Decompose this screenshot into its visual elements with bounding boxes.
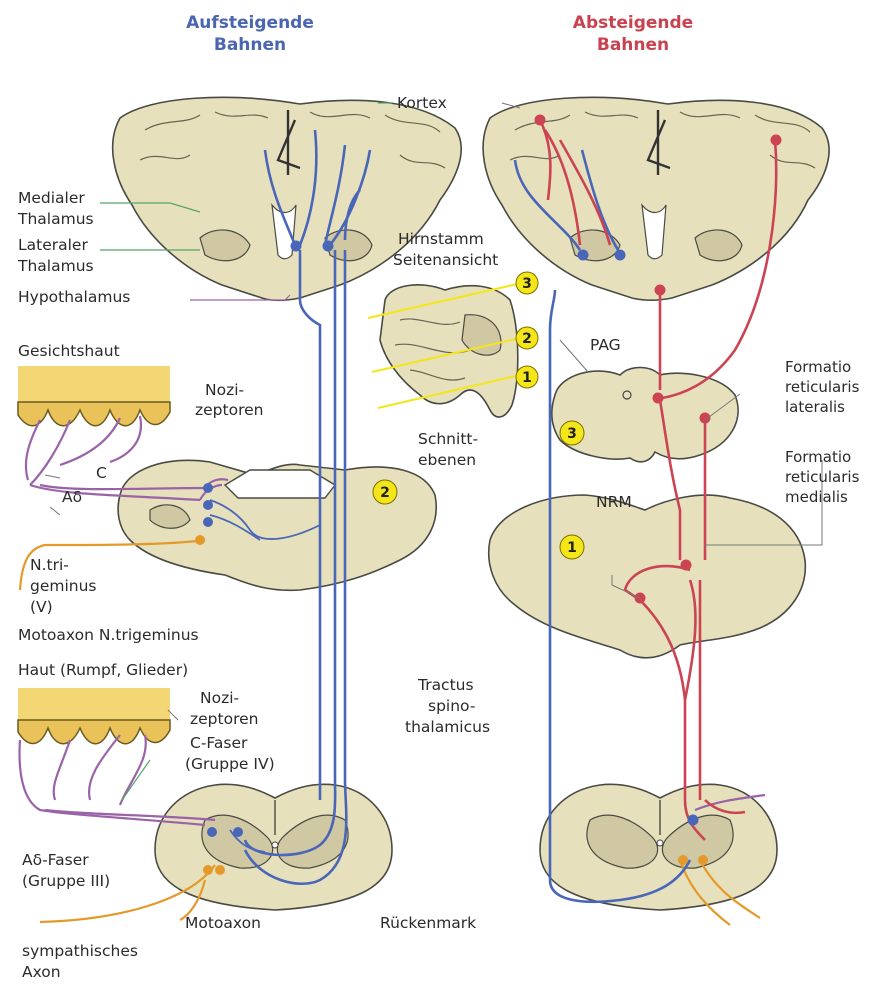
formatio-lateralis-label-3: lateralis — [785, 398, 845, 416]
formatio-lateralis-label-1: Formatio — [785, 358, 851, 376]
formatio-medialis-label-2: reticularis — [785, 468, 860, 486]
nozizeptoren-2-label-1: Nozi- — [200, 689, 239, 707]
formatio-medialis-label-3: medialis — [785, 488, 848, 506]
left-brain-section — [113, 97, 462, 300]
plane-1-number: 1 — [522, 370, 532, 386]
sympathisches-axon-label-2: Axon — [22, 963, 61, 981]
c-faser-label-2: (Gruppe IV) — [185, 755, 275, 773]
left-medulla-section — [118, 460, 436, 590]
nozizeptoren-1-label-1: Nozi- — [205, 381, 244, 399]
tractus-label-1: Tractus — [417, 676, 474, 694]
n-trigeminus-label-1: N.tri- — [30, 556, 69, 574]
ascending-heading-line2: Bahnen — [214, 35, 286, 55]
descending-heading-line1: Absteigende — [573, 13, 693, 33]
hirnstamm-label-1: Hirnstamm — [398, 230, 484, 248]
lateraler-thalamus-label-1: Lateraler — [18, 236, 88, 254]
pag-label: PAG — [590, 336, 621, 354]
kortex-label: Kortex — [397, 94, 447, 112]
sympathisches-axon-label-1: sympathisches — [22, 942, 138, 960]
haut-label: Haut (Rumpf, Glieder) — [18, 661, 188, 679]
motoaxon-label: Motoaxon — [185, 914, 261, 932]
c-fiber-label: C — [96, 464, 107, 482]
a-delta-faser-label-1: Aδ-Faser — [22, 851, 89, 869]
medulla-ascending-number: 2 — [380, 485, 390, 501]
nrm-label: NRM — [596, 493, 632, 511]
n-trigeminus-label-2: geminus — [30, 577, 97, 595]
face-skin — [18, 366, 170, 426]
nozizeptoren-2-label-2: zeptoren — [190, 710, 258, 728]
body-skin — [18, 688, 170, 744]
gesichtshaut-label: Gesichtshaut — [18, 342, 120, 360]
descending-heading-line2: Bahnen — [597, 35, 669, 55]
c-faser-label-1: C-Faser — [190, 734, 248, 752]
lateraler-thalamus-label-2: Thalamus — [17, 257, 94, 275]
right-brain-section — [483, 97, 829, 300]
n-trigeminus-label-3: (V) — [30, 598, 53, 616]
formatio-medialis-label-1: Formatio — [785, 448, 851, 466]
plane-3-number: 3 — [522, 276, 532, 292]
schnittebenen-label-2: ebenen — [418, 451, 476, 469]
formatio-lateralis-label-2: reticularis — [785, 378, 860, 396]
medulla-descending-number: 1 — [567, 540, 577, 556]
plane-2-number: 2 — [522, 331, 532, 347]
left-spinal-cord-section — [155, 784, 392, 910]
tractus-label-3: thalamicus — [405, 718, 490, 736]
schnittebenen-label-1: Schnitt- — [418, 430, 478, 448]
a-delta-label: Aδ — [62, 488, 82, 506]
rueckenmark-label: Rückenmark — [380, 914, 476, 932]
a-delta-faser-label-2: (Gruppe III) — [22, 872, 110, 890]
ascending-heading-line1: Aufsteigende — [186, 13, 314, 33]
brainstem-lateral-view — [368, 272, 538, 417]
midbrain-descending-number: 3 — [567, 426, 577, 442]
medialer-thalamus-label-1: Medialer — [18, 189, 85, 207]
nozizeptoren-1-label-2: zeptoren — [195, 401, 263, 419]
hypothalamus-label: Hypothalamus — [18, 288, 130, 306]
medialer-thalamus-label-2: Thalamus — [17, 210, 94, 228]
right-medulla-section — [489, 495, 806, 658]
tractus-label-2: spino- — [428, 697, 475, 715]
right-spinal-cord-section — [540, 784, 777, 910]
hirnstamm-label-2: Seitenansicht — [393, 251, 498, 269]
motoaxon-trigeminus-label: Motoaxon N.trigeminus — [18, 626, 199, 644]
right-midbrain-section — [552, 368, 738, 462]
